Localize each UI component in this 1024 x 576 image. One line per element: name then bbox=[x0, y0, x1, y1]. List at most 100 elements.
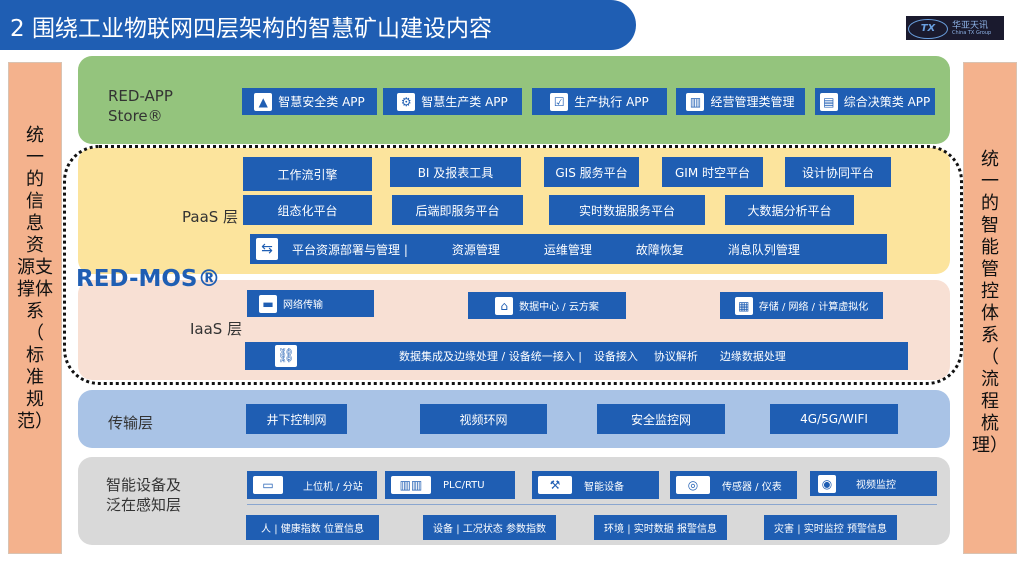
sync-icon: ⇆ bbox=[256, 238, 278, 260]
paas-gis-platform[interactable]: GIS 服务平台 bbox=[544, 157, 639, 187]
title-banner bbox=[0, 0, 636, 50]
side-text-char: 规 bbox=[26, 389, 44, 410]
side-text-char: 一 bbox=[26, 147, 44, 168]
iaas-data-integration[interactable]: ⛓ 数据集成及边缘处理 / 设备统一接入 | 设备接入 协议解析 边缘数据处理 bbox=[245, 342, 908, 370]
app-item-safety[interactable]: ▲智慧安全类 APP bbox=[242, 88, 377, 115]
red-mos-label: RED-MOS® bbox=[76, 266, 221, 292]
company-logo: TX 华亚天讯 China TX Group bbox=[906, 16, 1004, 40]
server-icon: ▤ bbox=[819, 92, 838, 111]
trans-video-ring[interactable]: 视频环网 bbox=[420, 404, 547, 434]
paas-resource-item: 资源管理 bbox=[451, 242, 500, 257]
device-video-monitor[interactable]: ◉视频监控 bbox=[810, 471, 937, 496]
datacenter-icon: ⌂ bbox=[495, 296, 514, 315]
side-text-char: 程 bbox=[981, 391, 999, 412]
app-layer-label: RED-APP Store® bbox=[108, 86, 173, 126]
side-text-char: 统 bbox=[981, 149, 999, 170]
gear-icon: ⚙ bbox=[397, 92, 416, 111]
machinery-icon: ⚒ bbox=[538, 476, 572, 494]
plc-icon: ▥▥ bbox=[391, 476, 431, 494]
paas-resource-item: 运维管理 bbox=[543, 242, 592, 257]
side-text-char: 梳 bbox=[981, 413, 999, 434]
side-text-char: 的 bbox=[981, 193, 999, 214]
side-text-char: 管 bbox=[981, 259, 999, 280]
app-item-label: 综合决策类 APP bbox=[843, 95, 931, 109]
device-sensor-meter[interactable]: ◎ 传感器 / 仪表 bbox=[670, 471, 797, 499]
paas-bigdata-analysis[interactable]: 大数据分析平台 bbox=[725, 195, 854, 225]
trans-underground-network[interactable]: 井下控制网 bbox=[246, 404, 347, 434]
iaas-integration-item: 协议解析 bbox=[653, 350, 698, 363]
device-environment-info[interactable]: 环境 | 实时数据 报警信息 bbox=[594, 515, 727, 540]
side-text-char: 范） bbox=[17, 411, 53, 432]
iaas-integration-item: 边缘数据处理 bbox=[719, 350, 786, 363]
checklist-icon: ☑ bbox=[550, 92, 569, 111]
paas-design-collab[interactable]: 设计协同平台 bbox=[785, 157, 891, 187]
computer-icon: ▭ bbox=[253, 476, 283, 494]
device-layer-label: 智能设备及 泛在感知层 bbox=[106, 475, 181, 515]
device-smart-equipment[interactable]: ⚒ 智能设备 bbox=[532, 471, 659, 499]
side-text-char: 理） bbox=[972, 435, 1008, 456]
device-label-line2: 泛在感知层 bbox=[106, 496, 182, 514]
device-item-label: 智能设备 bbox=[584, 481, 624, 493]
side-text-char: 标 bbox=[26, 345, 44, 366]
red-mos-boundary bbox=[63, 145, 963, 385]
device-person-info[interactable]: 人 | 健康指数 位置信息 bbox=[246, 515, 379, 540]
side-text-char: 智 bbox=[981, 215, 999, 236]
app-item-production[interactable]: ⚙ 智慧生产类 APP bbox=[383, 88, 522, 115]
iaas-datacenter[interactable]: ⌂数据中心 / 云方案 bbox=[468, 292, 626, 319]
side-text-char: 撑体 bbox=[17, 279, 53, 300]
sensor-icon: ◎ bbox=[676, 476, 710, 494]
device-host-station[interactable]: ▭ 上位机 / 分站 bbox=[247, 471, 377, 499]
virtualization-icon: ▦ bbox=[734, 296, 753, 315]
side-text-char: 息 bbox=[26, 213, 44, 234]
app-item-management[interactable]: ▥经营管理类管理 bbox=[676, 88, 805, 115]
device-disaster-info[interactable]: 灾害 | 实时监控 预警信息 bbox=[764, 515, 897, 540]
iaas-virtualization[interactable]: ▦ 存储 / 网络 / 计算虚拟化 bbox=[720, 292, 883, 319]
device-item-label: 上位机 / 分站 bbox=[303, 481, 363, 493]
iaas-item-label: 网络传输 bbox=[283, 300, 323, 311]
transmission-layer-label: 传输层 bbox=[108, 414, 154, 432]
device-item-label: 视频监控 bbox=[856, 480, 896, 491]
device-equipment-info[interactable]: 设备 | 工况状态 参数指数 bbox=[423, 515, 556, 540]
app-item-decision[interactable]: ▤ 综合决策类 APP bbox=[815, 88, 935, 115]
paas-baas-platform[interactable]: 后端即服务平台 bbox=[392, 195, 523, 225]
side-text-char: （ bbox=[981, 347, 999, 368]
left-side-panel: 统一的信息资源支撑体系（标准规范） bbox=[8, 62, 62, 554]
link-icon: ⛓ bbox=[275, 345, 297, 367]
side-text-char: 系 bbox=[26, 301, 44, 322]
device-item-label: PLC/RTU bbox=[443, 479, 485, 491]
logo-text: 华亚天讯 bbox=[952, 21, 989, 31]
app-item-label: 智慧生产类 APP bbox=[421, 95, 508, 109]
logo-subtext: China TX Group bbox=[952, 30, 992, 36]
device-plc-rtu[interactable]: ▥▥ PLC/RTU bbox=[385, 471, 515, 499]
device-item-label: 传感器 / 仪表 bbox=[722, 481, 782, 493]
trans-safety-monitor[interactable]: 安全监控网 bbox=[597, 404, 725, 434]
iaas-item-label: 存储 / 网络 / 计算虚拟化 bbox=[758, 302, 869, 313]
app-label-line1: RED-APP bbox=[108, 87, 173, 105]
trans-4g5g-wifi[interactable]: 4G/5G/WIFI bbox=[770, 404, 898, 434]
iaas-integration-item: 设备接入 bbox=[593, 350, 638, 363]
paas-realtime-data[interactable]: 实时数据服务平台 bbox=[549, 195, 705, 225]
paas-config-platform[interactable]: 组态化平台 bbox=[243, 195, 372, 225]
right-side-text: 统一的智能管控体系（流程梳理） bbox=[964, 149, 1016, 457]
side-text-char: 体 bbox=[981, 303, 999, 324]
paas-resource-management[interactable]: ⇆ 平台资源部署与管理 | 资源管理 运维管理 故障恢复 消息队列管理 bbox=[250, 234, 887, 264]
app-item-label: 经营管理类管理 bbox=[710, 95, 795, 109]
app-item-label: 智慧安全类 APP bbox=[278, 95, 365, 109]
right-side-panel: 统一的智能管控体系（流程梳理） bbox=[963, 62, 1017, 554]
paas-resource-item: 消息队列管理 bbox=[727, 242, 800, 257]
iaas-integration-label: 数据集成及边缘处理 / 设备统一接入 | bbox=[399, 350, 582, 363]
paas-gim-platform[interactable]: GIM 时空平台 bbox=[662, 157, 763, 187]
side-text-char: 信 bbox=[26, 191, 44, 212]
side-text-char: 流 bbox=[981, 369, 999, 390]
logo-badge: TX bbox=[908, 19, 948, 39]
paas-layer-label: PaaS 层 bbox=[182, 208, 239, 226]
side-text-char: 一 bbox=[981, 171, 999, 192]
paas-workflow-engine[interactable]: 工作流引擎 bbox=[243, 157, 372, 191]
paas-bi-tools[interactable]: BI 及报表工具 bbox=[390, 157, 521, 187]
network-icon: ▬ bbox=[259, 294, 277, 313]
side-text-char: 统 bbox=[26, 125, 44, 146]
left-side-text: 统一的信息资源支撑体系（标准规范） bbox=[9, 125, 61, 433]
device-label-line1: 智能设备及 bbox=[106, 476, 182, 494]
iaas-network-transport[interactable]: ▬ 网络传输 bbox=[247, 290, 374, 317]
app-item-execution[interactable]: ☑生产执行 APP bbox=[532, 88, 667, 115]
